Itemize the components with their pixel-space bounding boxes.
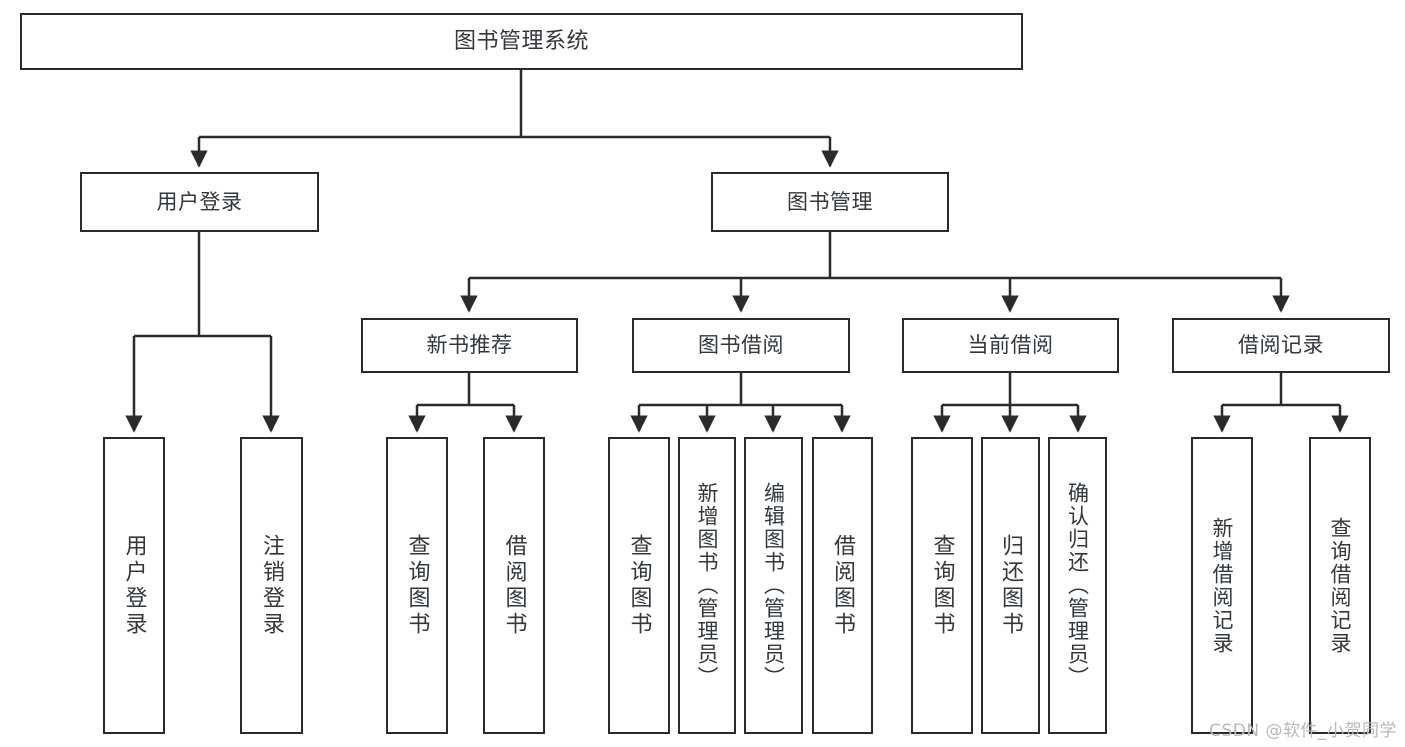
node-leaf-borrow-book[interactable]: 借阅图书 bbox=[812, 437, 873, 734]
node-label: 用户登录 bbox=[121, 533, 147, 638]
node-leaf-add-borrow-record[interactable]: 新增借阅记录 bbox=[1191, 437, 1253, 734]
node-book-management[interactable]: 图书管理 bbox=[711, 172, 949, 232]
node-label: 查询图书 bbox=[929, 533, 955, 638]
node-leaf-return-book[interactable]: 归还图书 bbox=[981, 437, 1040, 734]
node-label: 当前借阅 bbox=[967, 333, 1054, 358]
node-leaf-borrow-book-recommend[interactable]: 借阅图书 bbox=[483, 437, 545, 734]
node-leaf-query-book-borrow[interactable]: 查询图书 bbox=[608, 437, 670, 734]
node-leaf-logout[interactable]: 注销登录 bbox=[240, 437, 303, 734]
node-borrow-record[interactable]: 借阅记录 bbox=[1172, 318, 1390, 373]
node-label: 新书推荐 bbox=[426, 333, 513, 358]
node-label: 借阅图书 bbox=[501, 533, 527, 638]
node-label: 图书管理系统 bbox=[453, 28, 589, 54]
node-label: 查询借阅记录 bbox=[1328, 516, 1353, 655]
node-current-borrow[interactable]: 当前借阅 bbox=[902, 318, 1119, 373]
node-leaf-query-borrow-record[interactable]: 查询借阅记录 bbox=[1309, 437, 1371, 734]
node-leaf-query-book-current[interactable]: 查询图书 bbox=[911, 437, 973, 734]
node-leaf-query-book-recommend[interactable]: 查询图书 bbox=[386, 437, 448, 734]
node-label: 借阅记录 bbox=[1238, 333, 1324, 358]
node-leaf-confirm-return-admin[interactable]: 确认归还（管理员） bbox=[1048, 437, 1107, 734]
node-label: 注销登录 bbox=[259, 533, 285, 638]
node-label: 确认归还（管理员） bbox=[1065, 482, 1090, 689]
node-label: 借阅图书 bbox=[830, 533, 856, 638]
node-label: 查询图书 bbox=[404, 533, 430, 638]
node-leaf-edit-book-admin[interactable]: 编辑图书（管理员） bbox=[744, 437, 803, 734]
node-label: 编辑图书（管理员） bbox=[761, 482, 786, 689]
node-leaf-user-login[interactable]: 用户登录 bbox=[103, 437, 165, 734]
watermark-text: CSDN @软件_小贺同学 bbox=[1209, 721, 1397, 741]
node-book-borrow[interactable]: 图书借阅 bbox=[632, 318, 850, 373]
node-user-login[interactable]: 用户登录 bbox=[80, 172, 319, 232]
node-label: 图书借阅 bbox=[698, 333, 784, 358]
node-label: 新增图书（管理员） bbox=[695, 482, 720, 689]
node-leaf-add-book-admin[interactable]: 新增图书（管理员） bbox=[678, 437, 736, 734]
node-new-book-recommend[interactable]: 新书推荐 bbox=[361, 318, 578, 373]
node-label: 新增借阅记录 bbox=[1210, 516, 1235, 655]
node-label: 归还图书 bbox=[998, 533, 1024, 638]
node-label: 用户登录 bbox=[156, 189, 243, 214]
node-label: 查询图书 bbox=[626, 533, 652, 638]
node-root-book-management-system[interactable]: 图书管理系统 bbox=[20, 13, 1023, 70]
node-label: 图书管理 bbox=[787, 189, 873, 214]
